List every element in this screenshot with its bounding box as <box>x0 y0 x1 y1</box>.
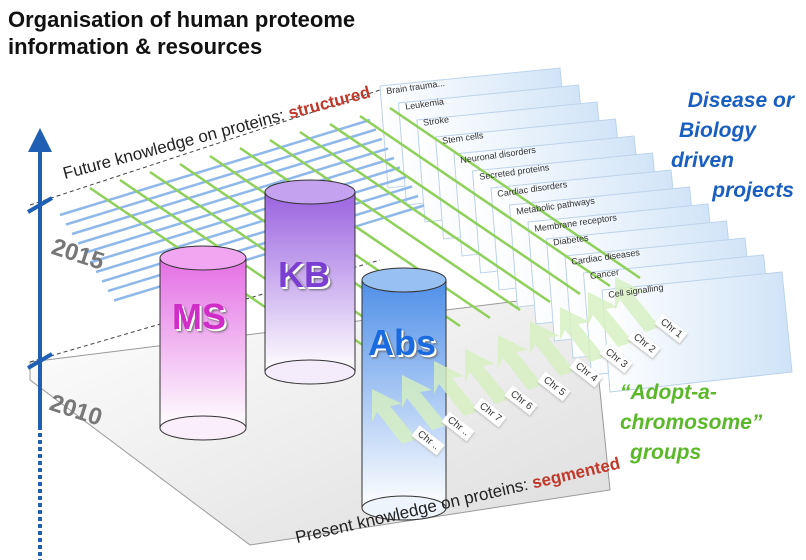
chromosome-arrow <box>615 277 660 332</box>
kb-label: KB <box>278 254 330 295</box>
chromosome-arrow <box>434 361 479 416</box>
chromosome-arrow <box>588 292 633 347</box>
blue-grid-arrow <box>65 128 377 226</box>
chromosome-arrow <box>530 321 575 376</box>
chromosome-arrows <box>372 277 660 444</box>
cylinder-kb <box>264 179 356 385</box>
timeline-arrowhead <box>28 128 52 152</box>
chromosome-line-3: groups <box>630 441 702 464</box>
knowledge-grid <box>59 106 641 360</box>
disease-projects-label: Disease or Biology driven projects <box>671 86 794 206</box>
abs-label: Abs <box>368 322 437 363</box>
chromosome-arrow <box>465 349 510 404</box>
green-grid-arrow <box>359 114 611 288</box>
green-grid-arrow <box>299 130 551 304</box>
chromosome-arrow <box>372 389 417 444</box>
green-grid-arrow <box>239 146 491 320</box>
tick-2015 <box>26 196 54 214</box>
green-grid-arrow <box>389 106 641 280</box>
chromosome-arrow <box>498 335 543 390</box>
ms-label: MS <box>172 296 226 337</box>
chromosome-line-2: chromosome” <box>620 411 763 434</box>
chromosome-line-1: “Adopt-a- <box>620 381 717 404</box>
green-grid-arrow <box>329 122 581 296</box>
tick-2010 <box>26 352 54 370</box>
disease-line-2: Biology <box>679 119 756 142</box>
title-line-1: Organisation of human proteome <box>8 7 356 32</box>
cylinder-ms <box>159 245 247 441</box>
page-title: Organisation of human proteome informati… <box>8 6 355 60</box>
chromosome-arrow <box>402 375 447 430</box>
green-grid-arrow <box>269 138 521 312</box>
future-plane-edge <box>29 89 381 206</box>
blue-grid-arrow <box>77 147 389 245</box>
blue-grid-arrow <box>59 118 371 217</box>
chromosome-arrow <box>560 307 605 362</box>
title-line-2: information & resources <box>8 34 263 59</box>
blue-grid-arrow <box>89 166 401 264</box>
disease-line-3: driven <box>670 149 734 172</box>
disease-line-1: Disease or <box>687 89 794 112</box>
blue-grid-arrow <box>71 137 383 236</box>
chromosome-groups-label: “Adopt-a- chromosome” groups <box>620 378 762 468</box>
disease-line-4: projects <box>712 179 794 202</box>
